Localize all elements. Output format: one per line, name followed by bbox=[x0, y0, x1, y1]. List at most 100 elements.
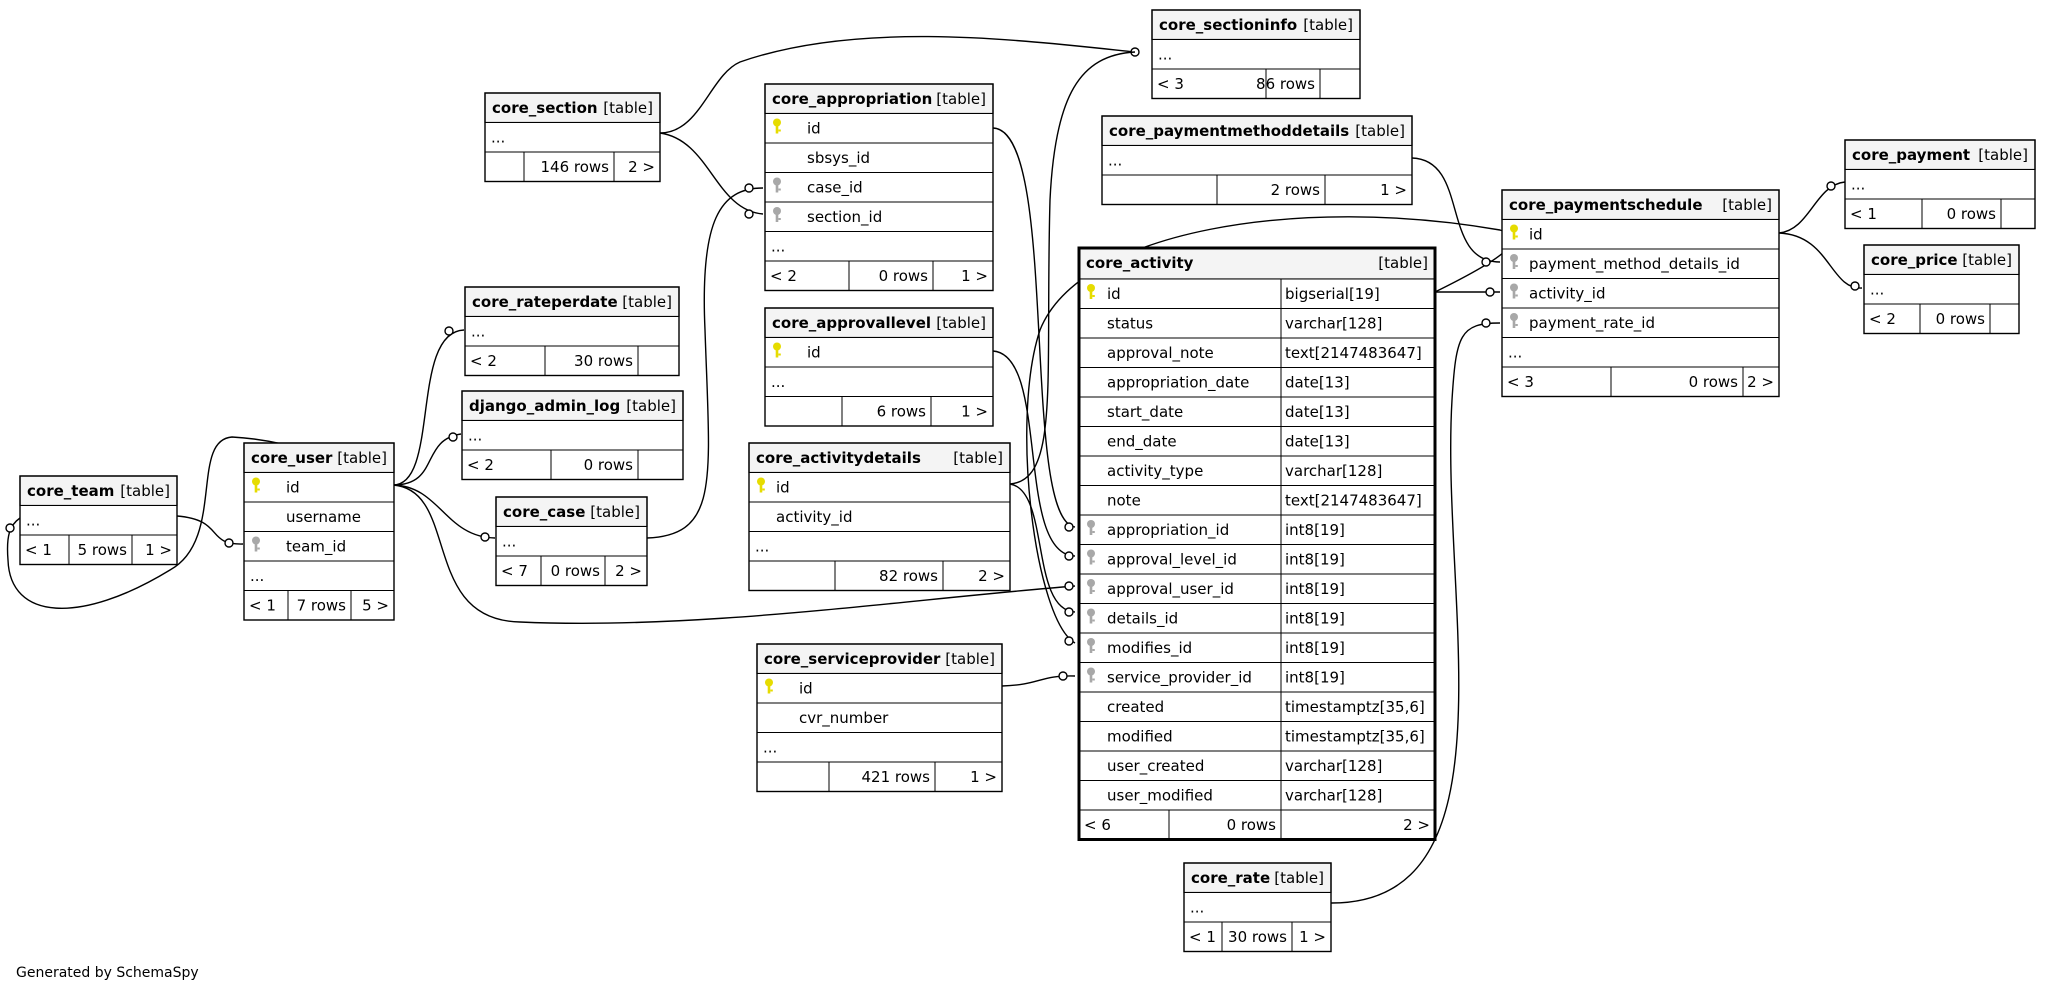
column-row[interactable]: approval_user_id int8[19] bbox=[1078, 573, 1436, 604]
table-name: core_sectioninfo bbox=[1159, 16, 1297, 34]
column-row[interactable]: team_id bbox=[243, 531, 395, 562]
rel-activitydetails-activity bbox=[1009, 483, 1076, 613]
table-name: core_paymentschedule bbox=[1509, 196, 1703, 214]
parents-link: < 2 bbox=[1869, 310, 1896, 328]
column-name: activity_type bbox=[1107, 462, 1203, 481]
column-type: int8[19] bbox=[1285, 551, 1345, 569]
table-core_appropriation[interactable]: core_appropriation[table]idsbsys_idcase_… bbox=[764, 83, 994, 292]
foreign-key-icon bbox=[1087, 579, 1095, 594]
column-name: appropriation_date bbox=[1107, 374, 1249, 393]
column-row[interactable]: payment_method_details_id bbox=[1501, 248, 1780, 279]
column-type: int8[19] bbox=[1285, 580, 1345, 598]
column-row[interactable]: payment_rate_id bbox=[1501, 307, 1780, 338]
column-row[interactable]: case_id bbox=[764, 172, 994, 203]
column-row[interactable]: activity_id bbox=[748, 501, 1011, 532]
foreign-key-icon bbox=[1087, 667, 1095, 683]
foreign-key-icon bbox=[1087, 638, 1095, 653]
column-name: note bbox=[1107, 492, 1141, 510]
column-row[interactable]: activity_id bbox=[1501, 278, 1780, 309]
row-count: 0 rows bbox=[879, 267, 929, 285]
column-row[interactable]: section_id bbox=[764, 201, 994, 232]
column-type: varchar[128] bbox=[1285, 757, 1382, 775]
column-row[interactable]: id bbox=[756, 673, 1003, 704]
table-core_activitydetails[interactable]: core_activitydetails[table]idactivity_id… bbox=[748, 442, 1011, 592]
row-count: 0 rows bbox=[1689, 373, 1739, 391]
column-row[interactable]: sbsys_id bbox=[764, 142, 994, 173]
table-name: core_section bbox=[492, 99, 598, 117]
column-name: created bbox=[1107, 698, 1164, 716]
row-count: 86 rows bbox=[1256, 75, 1315, 93]
column-name: approval_user_id bbox=[1107, 580, 1234, 599]
column-name: id bbox=[1107, 285, 1121, 303]
column-row[interactable]: id bbox=[764, 337, 994, 368]
table-core_paymentmethoddetails[interactable]: core_paymentmethoddetails[table]...2 row… bbox=[1101, 115, 1413, 206]
table-tag: [table] bbox=[936, 314, 986, 332]
table-name: core_serviceprovider bbox=[764, 650, 941, 668]
column-row[interactable]: id bbox=[764, 113, 994, 144]
primary-key-icon bbox=[252, 477, 260, 493]
column-row[interactable]: cvr_number bbox=[756, 702, 1003, 733]
column-row[interactable]: id bbox=[1501, 219, 1780, 250]
column-name: id bbox=[807, 120, 821, 138]
column-name: section_id bbox=[807, 208, 882, 227]
column-name: username bbox=[286, 508, 361, 526]
column-row[interactable]: id bbox=[243, 472, 395, 503]
table-core_serviceprovider[interactable]: core_serviceprovider[table]idcvr_number.… bbox=[756, 643, 1003, 793]
more-columns: ... bbox=[1190, 899, 1204, 917]
column-name: appropriation_id bbox=[1107, 521, 1229, 540]
table-core_paymentschedule[interactable]: core_paymentschedule[table]idpayment_met… bbox=[1501, 189, 1780, 398]
column-row[interactable]: id bbox=[748, 472, 1011, 503]
parents-link: < 7 bbox=[501, 562, 528, 580]
column-name: payment_method_details_id bbox=[1529, 255, 1740, 274]
column-name: user_modified bbox=[1107, 787, 1213, 806]
column-type: int8[19] bbox=[1285, 669, 1345, 687]
column-row[interactable]: username bbox=[243, 501, 395, 532]
